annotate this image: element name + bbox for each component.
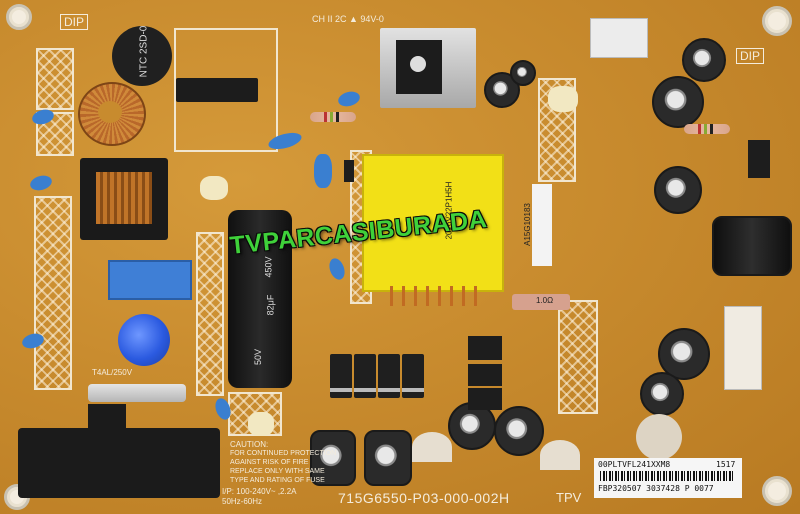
bulk-cap-marking: 450V — [263, 256, 274, 278]
test-pad — [412, 432, 452, 462]
rectifier-diode — [330, 354, 352, 398]
test-pad — [540, 440, 580, 470]
film-capacitor — [200, 176, 228, 200]
input-frequency: 50Hz-60Hz — [222, 497, 263, 506]
test-pad — [636, 414, 682, 460]
electrolytic-capacitor — [494, 406, 544, 456]
flammability-mark: CH II 2C ▲ 94V-0 — [312, 14, 384, 24]
y-capacitor — [314, 154, 332, 188]
electrolytic-capacitor — [510, 60, 536, 86]
output-diode — [468, 388, 502, 410]
rectifier-diode — [354, 354, 376, 398]
bridge-rectifier — [176, 78, 258, 102]
y-capacitor — [336, 89, 362, 109]
hatched-zone — [34, 196, 72, 390]
y-capacitor — [28, 173, 54, 193]
heatsink-outline — [174, 28, 278, 152]
power-resistor — [512, 294, 570, 310]
connector-slot — [88, 404, 126, 442]
electrolytic-capacitor — [682, 38, 726, 82]
id-sticker — [532, 184, 552, 266]
fuse-rating: T4AL/250V — [92, 368, 133, 377]
output-diode — [468, 336, 502, 360]
mounting-hole — [762, 6, 792, 36]
bulk-cap-marking: 50V — [253, 348, 264, 366]
film-capacitor — [548, 86, 578, 112]
y-capacitor — [326, 256, 348, 282]
electrolytic-capacitor — [364, 430, 412, 486]
choke-windings — [96, 172, 152, 224]
connector-cn8101 — [590, 18, 648, 58]
hatched-zone — [36, 48, 74, 110]
thermistor-marking: NTC 2SD-0 — [138, 25, 150, 78]
transformer — [362, 154, 504, 292]
barcode-bars — [600, 471, 734, 481]
input-rating: I/P: 100-240V~ ,2.2A — [222, 487, 297, 496]
rectifier-diode — [378, 354, 400, 398]
board-vendor: TPV — [556, 490, 582, 505]
connector-cn9101 — [724, 306, 762, 390]
electrolytic-capacitor — [712, 216, 792, 276]
electrolytic-capacitor — [658, 328, 710, 380]
dip-label: DIP — [736, 48, 765, 64]
bulk-cap-marking: 82μF — [265, 294, 276, 316]
safety-caution-line: FOR CONTINUED PROTECTION — [230, 450, 337, 457]
output-diode — [468, 364, 502, 386]
film-capacitor — [248, 412, 274, 436]
varistor — [118, 314, 170, 366]
fuse — [88, 384, 186, 402]
safety-caution-line: AGAINST RISK OF FIRE — [230, 459, 309, 466]
transformer-windings — [390, 286, 480, 306]
hatched-zone — [558, 300, 598, 414]
electrolytic-capacitor — [310, 430, 356, 486]
resistor — [310, 112, 356, 122]
electrolytic-capacitor — [640, 372, 684, 416]
safety-caution-line: REPLACE ONLY WITH SAME — [230, 468, 325, 475]
safety-caution-line: TYPE AND RATING OF FUSE — [230, 477, 325, 484]
dip-label: DIP — [60, 14, 89, 30]
mounting-hole — [6, 4, 32, 30]
date-code: 1517 — [716, 460, 736, 469]
sticker-id: A15G10183 — [522, 203, 532, 246]
safety-caution-line: CAUTION: — [230, 440, 269, 449]
hatched-zone — [196, 232, 224, 396]
mosfet-tab-hole — [410, 56, 426, 72]
output-diode — [344, 160, 354, 182]
board-part-number: 715G6550-P03-000-002H — [338, 490, 510, 506]
resistor — [684, 124, 730, 134]
barcode-text: 00PLTVFL241XXM8 — [598, 460, 671, 469]
electrolytic-capacitor — [654, 166, 702, 214]
bulk-capacitor — [228, 210, 292, 388]
toroid-core — [98, 101, 122, 123]
mounting-hole — [762, 476, 792, 506]
output-diode — [748, 140, 770, 178]
ntc-thermistor — [112, 26, 172, 86]
batch-code: FBP320507 3037428 P 0077 — [598, 484, 714, 493]
electrolytic-capacitor — [652, 76, 704, 128]
x-capacitor — [108, 260, 192, 300]
resistor-marking: 1.0Ω — [536, 296, 554, 305]
rectifier-diode — [402, 354, 424, 398]
